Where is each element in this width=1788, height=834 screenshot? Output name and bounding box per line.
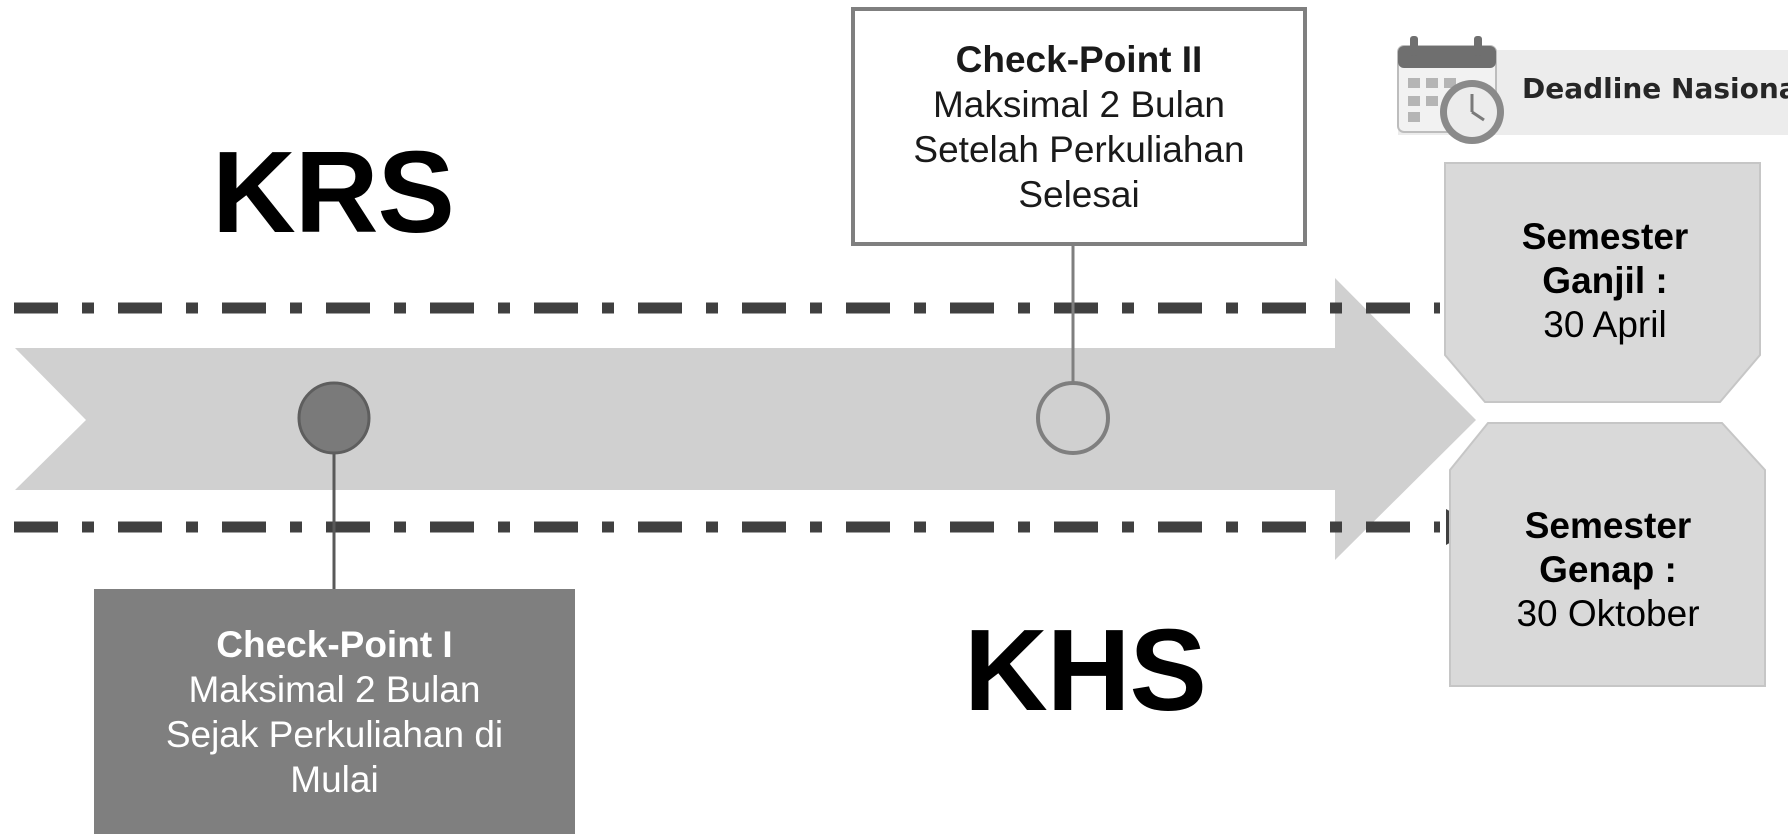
semester-genap-text: Semester Genap : 30 Oktober [1448,504,1768,636]
semester-ganjil-name: Semester [1521,216,1689,257]
checkpoint-2-line: Maksimal 2 Bulan [932,83,1225,125]
checkpoint-1-title: Check-Point I [216,623,453,665]
semester-ganjil-date: 30 April [1543,304,1667,345]
checkpoint-1-line: Mulai [290,758,379,800]
checkpoint-2-line: Selesai [1018,173,1140,215]
semester-genap-box [1449,422,1766,687]
checkpoint-2-box: Check-Point II Maksimal 2 Bulan Setelah … [851,7,1307,246]
checkpoint-1-line: Sejak Perkuliahan di [165,713,504,755]
calendar-clock-icon [1397,36,1504,144]
checkpoint-1-line: Maksimal 2 Bulan [188,668,481,710]
semester-genap-date: 30 Oktober [1516,593,1700,634]
checkpoint-1-marker [297,381,371,455]
semester-ganjil-box [1444,162,1761,403]
timeline-arrow [15,278,1476,560]
checkpoint-2-marker [1036,381,1110,455]
semester-ganjil-name: Ganjil : [1542,260,1668,301]
semester-ganjil-text: Semester Ganjil : 30 April [1445,215,1765,347]
krs-label: KRS [212,127,455,257]
deadline-title: Deadline Nasional [1522,72,1788,105]
checkpoint-2-title: Check-Point II [955,38,1203,80]
semester-genap-name: Genap : [1539,549,1677,590]
checkpoint-1-box: Check-Point I Maksimal 2 Bulan Sejak Per… [94,589,575,834]
khs-label: KHS [964,605,1207,735]
checkpoint-2-line: Setelah Perkuliahan [913,128,1245,170]
semester-genap-name: Semester [1524,505,1692,546]
